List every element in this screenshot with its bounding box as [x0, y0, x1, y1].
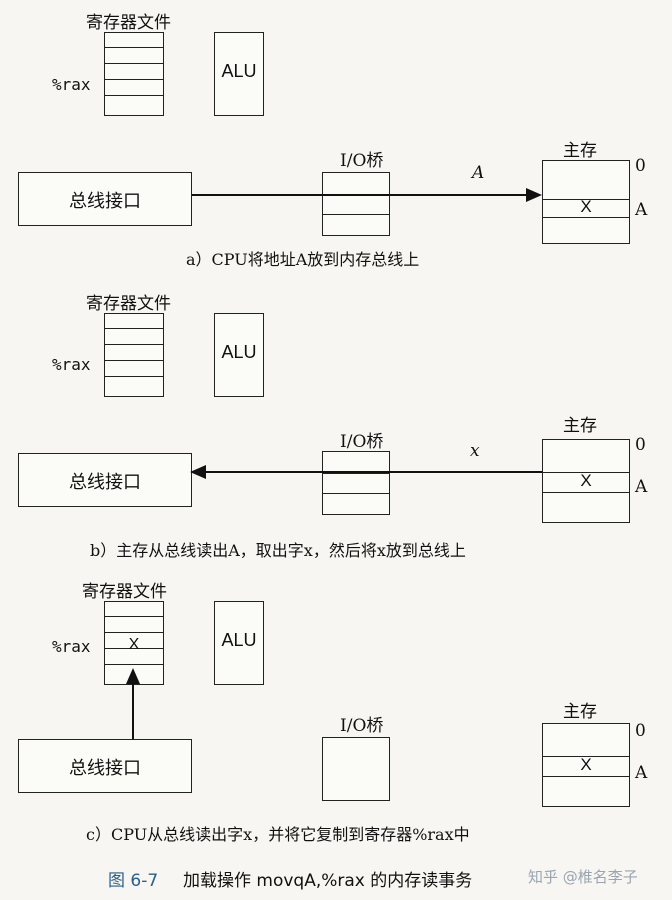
memory-row — [543, 199, 629, 200]
memory-row — [543, 492, 629, 493]
figure-number: 图 6-7 — [108, 871, 159, 891]
mem-addr-0: 0 — [635, 435, 646, 455]
io-bridge-row — [323, 214, 389, 215]
register-row — [105, 376, 163, 377]
panel-caption: b）主存从总线读出A，取出字x，然后将x放到总线上 — [90, 541, 466, 560]
memory-row — [543, 472, 629, 473]
memory-cell-x: X — [580, 197, 592, 216]
alu-box: ALU — [214, 601, 264, 685]
io-bridge-box — [322, 737, 390, 801]
memory-row — [543, 756, 629, 757]
mem-addr-0: 0 — [635, 721, 646, 741]
rax-label: %rax — [52, 75, 91, 94]
main-memory-label: 主存 — [563, 141, 597, 161]
register-row — [105, 664, 163, 665]
figure-caption: 图 6-7 加载操作 movqA,%rax 的内存读事务 — [108, 866, 472, 891]
register-file — [104, 313, 164, 397]
watermark: 知乎 @椎名李子 — [528, 868, 638, 886]
register-row — [105, 344, 163, 345]
io-bridge-box — [322, 172, 390, 236]
panel-c: 寄存器文件 X %rax ALU 总线接口 I/O桥 主存 X 0 A c）CP… — [0, 575, 672, 865]
alu-label: ALU — [221, 61, 257, 81]
panel-b: 寄存器文件 %rax ALU 总线接口 I/O桥 x 主存 X 0 A — [0, 285, 672, 575]
arrow-right-icon — [526, 188, 542, 202]
bus-interface-label: 总线接口 — [69, 758, 141, 779]
memory-row — [543, 776, 629, 777]
arrow-left-icon — [190, 465, 206, 479]
main-memory-label: 主存 — [563, 416, 597, 436]
mem-addr-a: A — [635, 763, 648, 783]
register-row — [105, 632, 163, 633]
panel-a: 寄存器文件 %rax ALU 总线接口 I/O桥 A 主存 X 0 A — [0, 0, 672, 285]
bus-interface-label: 总线接口 — [69, 191, 141, 212]
mem-addr-0: 0 — [635, 156, 646, 176]
alu-box: ALU — [214, 32, 264, 116]
register-row — [105, 95, 163, 96]
panel-caption: c）CPU从总线读出字x，并将它复制到寄存器%rax中 — [86, 825, 470, 844]
mem-addr-a: A — [635, 200, 648, 220]
memory-bus-line — [192, 194, 528, 196]
register-row — [105, 79, 163, 80]
rax-value: X — [128, 636, 140, 653]
bus-interface-label: 总线接口 — [69, 472, 141, 493]
memory-row — [543, 217, 629, 218]
register-row — [105, 47, 163, 48]
rax-label: %rax — [52, 355, 91, 374]
bus-interface-box: 总线接口 — [18, 172, 192, 226]
register-row — [105, 648, 163, 649]
register-file-label: 寄存器文件 — [82, 582, 167, 602]
alu-label: ALU — [221, 342, 257, 362]
bus-signal-label: x — [470, 441, 480, 461]
register-file — [104, 32, 164, 116]
main-memory-label: 主存 — [563, 702, 597, 722]
main-memory-box: X — [542, 160, 630, 244]
rax-label: %rax — [52, 637, 91, 656]
register-file-label: 寄存器文件 — [86, 294, 171, 314]
memory-bus-line — [204, 471, 542, 473]
io-bridge-label: I/O桥 — [340, 432, 384, 452]
register-file-label: 寄存器文件 — [86, 13, 171, 33]
main-memory-box: X — [542, 723, 630, 807]
bus-interface-box: 总线接口 — [18, 453, 192, 507]
memory-cell-x: X — [580, 755, 592, 774]
figure-title: 加载操作 movqA,%rax 的内存读事务 — [182, 871, 473, 891]
main-memory-box: X — [542, 439, 630, 523]
register-row — [105, 63, 163, 64]
bus-interface-box: 总线接口 — [18, 739, 192, 793]
io-bridge-row — [323, 473, 389, 474]
arrow-up-icon — [126, 668, 140, 684]
register-row — [105, 616, 163, 617]
panel-caption: a）CPU将地址A放到内存总线上 — [186, 250, 420, 269]
io-bridge-row — [323, 493, 389, 494]
alu-box: ALU — [214, 313, 264, 397]
memory-cell-x: X — [580, 471, 592, 490]
io-bridge-label: I/O桥 — [340, 716, 384, 736]
mem-addr-a: A — [635, 477, 648, 497]
io-bridge-box — [322, 451, 390, 515]
alu-label: ALU — [221, 630, 257, 650]
register-bus-line — [132, 683, 134, 739]
io-bridge-label: I/O桥 — [340, 151, 384, 171]
register-row — [105, 360, 163, 361]
register-row — [105, 328, 163, 329]
bus-signal-label: A — [472, 163, 485, 183]
